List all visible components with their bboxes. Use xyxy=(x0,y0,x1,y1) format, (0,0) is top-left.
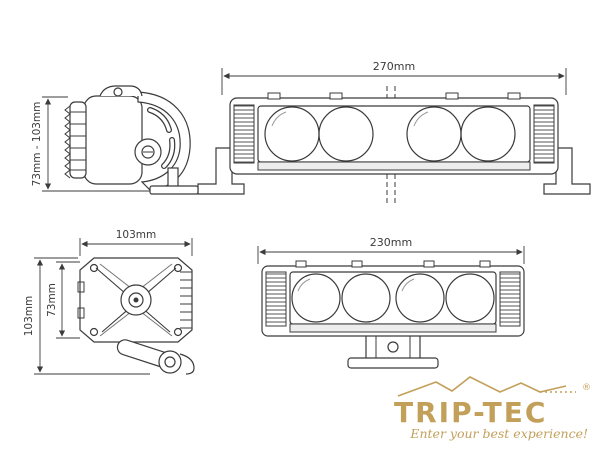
lens-highlight xyxy=(401,278,415,292)
mount-bracket-right xyxy=(543,147,591,195)
foot-knuckle-bolt xyxy=(164,356,176,368)
pivot-knob-center xyxy=(141,145,155,159)
dimension-270mm: 270mm xyxy=(221,60,567,95)
corner-bolt xyxy=(89,327,99,337)
end-cap-left xyxy=(265,271,287,327)
side-view-top: 73mm - 103mm xyxy=(31,85,199,195)
mountain-ridge-icon xyxy=(397,376,567,397)
dim-label-73mm-height: 73mm xyxy=(46,283,58,317)
top-tab xyxy=(295,260,307,268)
foot-post xyxy=(167,167,179,189)
lens-highlight xyxy=(297,278,311,292)
dimension-73-103mm: 73mm - 103mm xyxy=(31,96,150,192)
pedestal xyxy=(365,333,421,361)
lens-circle xyxy=(460,106,516,162)
heatsink-zigzag xyxy=(64,105,71,179)
dimension-103mm-height: 103mm xyxy=(23,257,150,375)
bracket-slot-inner xyxy=(148,108,171,132)
dimension-73mm-height: 73mm xyxy=(46,261,80,339)
lens-circle xyxy=(318,106,374,162)
rear-view-bottom: 103mm 103mm 73mm xyxy=(23,229,195,375)
lens-circle xyxy=(341,273,391,323)
top-tab xyxy=(351,260,363,268)
registered-mark: ® xyxy=(582,383,591,393)
hub-dot xyxy=(133,297,139,303)
reflector-strip xyxy=(257,161,531,171)
hub-inner xyxy=(128,292,144,308)
front-view-230mm: 230mm xyxy=(257,236,525,369)
brand-logo: ® TRIP-TEC Enter your best experience! xyxy=(394,376,591,441)
side-notch xyxy=(77,307,85,319)
pedestal-bolt xyxy=(387,341,399,353)
corner-bolt xyxy=(89,263,99,273)
top-tab xyxy=(329,92,343,100)
reflector-strip xyxy=(289,323,497,333)
lens-circle xyxy=(395,273,445,323)
dimension-103mm-width: 103mm xyxy=(79,229,193,256)
dim-label-103mm-width: 103mm xyxy=(116,229,157,241)
side-notch xyxy=(77,281,85,293)
foot-knuckle xyxy=(158,350,182,374)
top-tab xyxy=(507,92,521,100)
dim-label-230mm: 230mm xyxy=(370,236,412,249)
top-tab xyxy=(479,260,491,268)
bracket-slot-inner xyxy=(162,138,175,168)
end-cap-right xyxy=(533,104,555,164)
lens-circle xyxy=(291,273,341,323)
top-tab xyxy=(445,92,459,100)
housing-270 xyxy=(229,97,559,175)
mount-bracket-left xyxy=(197,147,245,195)
top-clamp xyxy=(99,85,143,97)
end-cap-right xyxy=(499,271,521,327)
dim-label-103mm-height: 103mm xyxy=(23,296,35,337)
top-tab xyxy=(267,92,281,100)
dim-label-73-103mm: 73mm - 103mm xyxy=(31,102,43,187)
lens-highlight xyxy=(413,111,429,127)
brand-name: TRIP-TEC xyxy=(394,396,547,429)
lamp-body-side xyxy=(83,95,143,185)
pedestal-base xyxy=(347,357,439,369)
lens-side xyxy=(69,101,87,179)
cross-brace-inner xyxy=(99,263,173,337)
corner-bolt xyxy=(173,263,183,273)
front-view-270mm: 270mm xyxy=(197,60,591,204)
foot-base xyxy=(149,185,199,195)
heatsink-comb xyxy=(180,271,192,329)
lens-circle xyxy=(445,273,495,323)
dim-label-270mm: 270mm xyxy=(373,60,415,73)
dimension-230mm: 230mm xyxy=(257,236,525,264)
lens-highlight xyxy=(271,111,287,127)
corner-bolt xyxy=(173,327,183,337)
brand-tagline: Enter your best experience! xyxy=(409,426,588,441)
fin-lines xyxy=(70,111,86,171)
foot-tip xyxy=(179,353,195,375)
end-cap-left xyxy=(233,104,255,164)
top-tab xyxy=(423,260,435,268)
top-clamp-bolt xyxy=(113,87,123,97)
